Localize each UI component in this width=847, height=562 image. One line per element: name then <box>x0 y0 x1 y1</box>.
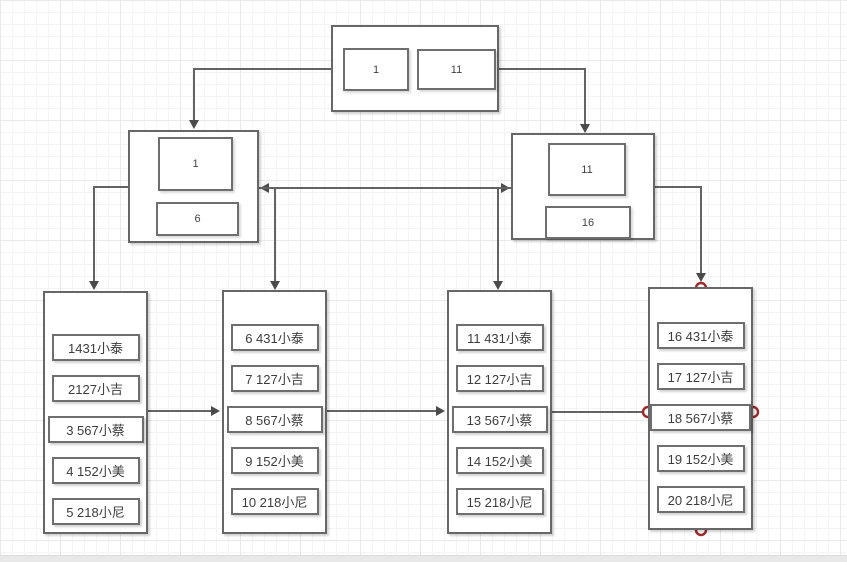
arrowhead-down-icon <box>270 281 280 290</box>
list-item-label: 9 152小美 <box>245 454 304 469</box>
list-item-label: 11 431小泰 <box>467 331 532 346</box>
list-item[interactable]: 17 127小吉 <box>656 363 745 390</box>
column-2[interactable]: 6 431小泰 7 127小吉 8 567小蔡 9 152小美 10 218小尼 <box>222 290 327 534</box>
list-item-label: 5 218小尼 <box>66 505 125 520</box>
root-right-cell-label: 11 <box>450 63 463 76</box>
edge-right-group-to-column-4[interactable] <box>655 186 702 275</box>
list-item-label: 20 218小尼 <box>667 493 734 508</box>
right-group-main-label: 11 <box>581 163 593 176</box>
list-item-label: 3 567小蔡 <box>66 423 125 438</box>
list-item[interactable]: 18 567小蔡 <box>650 404 751 431</box>
arrowhead-down-icon <box>696 273 706 282</box>
list-item[interactable]: 7 127小吉 <box>230 365 319 392</box>
edge-right-group-to-column-3[interactable] <box>497 187 511 283</box>
arrowhead-right-icon <box>436 406 445 416</box>
list-item-label: 13 567小蔡 <box>466 413 533 428</box>
list-item[interactable]: 6 431小泰 <box>230 324 319 351</box>
root-left-cell-label: 1 <box>372 63 380 76</box>
edge-root-to-right-group[interactable] <box>498 68 586 127</box>
list-item[interactable]: 2127小吉 <box>51 375 140 402</box>
arrowhead-down-icon <box>493 281 503 290</box>
list-item-label: 2127小吉 <box>68 382 123 397</box>
list-item-label: 16 431小泰 <box>667 329 734 344</box>
list-item[interactable]: 13 567小蔡 <box>451 406 548 433</box>
root-right-cell[interactable]: 11 <box>417 49 496 90</box>
column-3[interactable]: 11 431小泰 12 127小吉 13 567小蔡 14 152小美 15 2… <box>447 290 552 534</box>
list-item[interactable]: 15 218小尼 <box>455 488 544 515</box>
list-item-label: 17 127小吉 <box>667 370 734 385</box>
right-group-sub-cell[interactable]: 16 <box>545 206 631 239</box>
list-item-label: 7 127小吉 <box>245 372 304 387</box>
list-item-label: 19 152小美 <box>667 452 734 467</box>
left-group-main-label: 1 <box>192 158 199 170</box>
list-item[interactable]: 1431小泰 <box>51 334 140 361</box>
list-item[interactable]: 16 431小泰 <box>656 322 745 349</box>
list-item-label: 1431小泰 <box>68 341 123 356</box>
list-item[interactable]: 11 431小泰 <box>455 324 544 351</box>
list-item[interactable]: 20 218小尼 <box>656 486 745 513</box>
list-item-label: 4 152小美 <box>66 464 125 479</box>
arrowhead-down-icon <box>580 124 590 133</box>
column-1[interactable]: 1431小泰 2127小吉 3 567小蔡 4 152小美 5 218小尼 <box>43 291 148 534</box>
root-node[interactable]: 1 11 <box>331 25 499 112</box>
edge-root-to-left-group[interactable] <box>193 68 331 123</box>
arrowhead-right-icon <box>211 406 220 416</box>
edge-left-group-to-column-1[interactable] <box>93 186 128 283</box>
left-group-sub-cell[interactable]: 6 <box>156 202 239 236</box>
left-group-node[interactable]: 1 6 <box>128 130 259 243</box>
list-item-label: 8 567小蔡 <box>245 413 304 428</box>
list-item-label: 10 218小尼 <box>241 495 308 510</box>
list-item[interactable]: 8 567小蔡 <box>226 406 323 433</box>
arrowhead-down-icon <box>189 120 199 129</box>
list-item[interactable]: 12 127小吉 <box>455 365 544 392</box>
edge-left-group-to-column-2[interactable] <box>259 187 276 283</box>
list-item[interactable]: 19 152小美 <box>656 445 745 472</box>
list-item-label: 12 127小吉 <box>466 372 533 387</box>
list-item-label: 6 431小泰 <box>245 331 304 346</box>
list-item[interactable]: 4 152小美 <box>51 457 140 484</box>
list-item[interactable]: 5 218小尼 <box>51 498 140 525</box>
left-group-main-cell[interactable]: 1 <box>158 137 233 191</box>
column-4[interactable]: 16 431小泰 17 127小吉 18 567小蔡 19 152小美 20 2… <box>648 287 753 530</box>
right-group-sub-label: 16 <box>581 216 595 229</box>
list-item[interactable]: 3 567小蔡 <box>47 416 144 443</box>
right-group-node[interactable]: 11 16 <box>511 133 655 240</box>
list-item[interactable]: 9 152小美 <box>230 447 319 474</box>
arrowhead-down-icon <box>89 281 99 290</box>
list-item[interactable]: 10 218小尼 <box>230 488 319 515</box>
list-item[interactable]: 14 152小美 <box>455 447 544 474</box>
right-group-main-cell[interactable]: 11 <box>548 143 626 196</box>
list-item-label: 14 152小美 <box>466 454 533 469</box>
list-item-label: 18 567小蔡 <box>667 411 734 426</box>
root-left-cell[interactable]: 1 <box>343 48 409 91</box>
list-item-label: 15 218小尼 <box>466 495 533 510</box>
left-group-sub-label: 6 <box>194 213 201 225</box>
canvas-bottom-edge <box>0 555 847 562</box>
